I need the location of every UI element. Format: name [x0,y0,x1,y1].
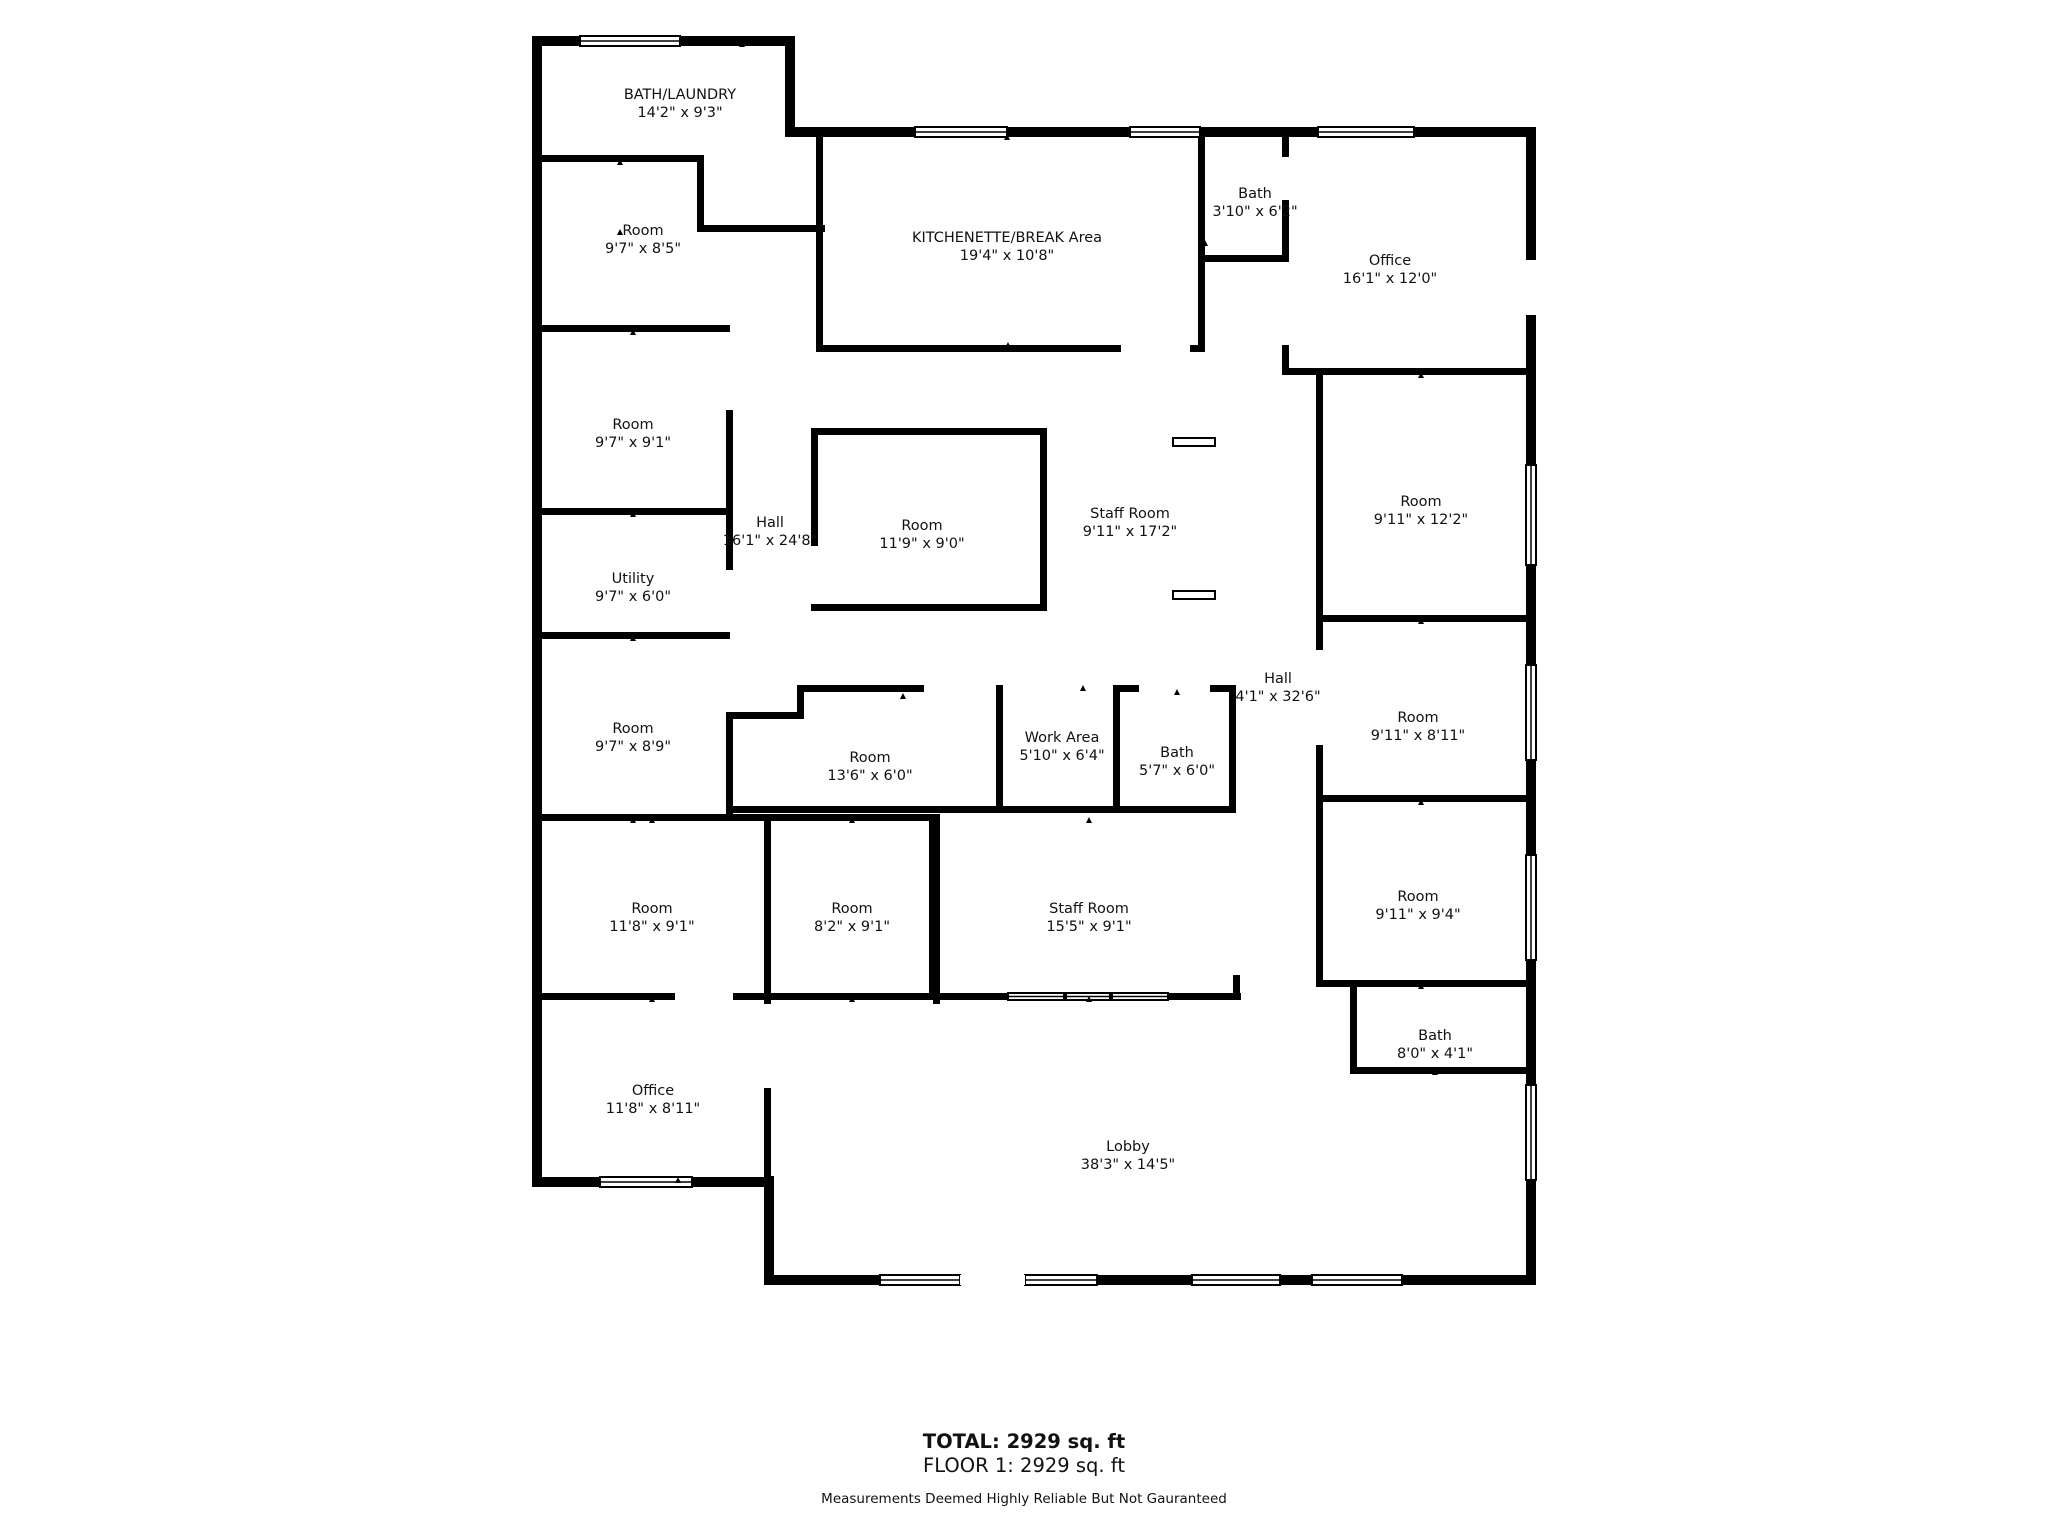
room-1-size: 9'7" x 8'5" [605,241,681,257]
room-kitchenette-size: 19'4" x 10'8" [960,248,1054,264]
room-office-top-size: 16'1" x 12'0" [1343,271,1437,287]
door-marker [1290,1275,1296,1281]
room-center-size: 11'9" x 9'0" [879,536,964,552]
door-marker [649,817,655,823]
office-bottom-size: 11'8" x 8'11" [606,1101,700,1117]
door-marker [630,817,636,823]
door-marker [1174,806,1180,812]
door-marker [630,511,636,517]
staff-room-2-name: Staff Room [1049,901,1129,917]
room-mid-size: 13'6" x 6'0" [827,768,912,784]
bath-right-size: 8'0" x 4'1" [1397,1046,1473,1062]
room-right-3-name: Room [1397,889,1438,905]
room-right-3-size: 9'11" x 9'4" [1375,907,1460,923]
windows [579,35,1537,1286]
room-bath-laundry-size: 14'2" x 9'3" [637,105,722,121]
door-marker [1202,240,1208,246]
door-marker [1174,689,1180,695]
hall-left-size: 16'1" x 24'8" [723,533,817,549]
door-marker [675,1177,681,1183]
door-marker [1418,618,1424,624]
room-3-name: Room [612,721,653,737]
staff-room-2-size: 15'5" x 9'1" [1046,919,1131,935]
utility-name: Utility [612,571,655,587]
door-marker [1418,983,1424,989]
door-marker [1080,806,1086,812]
room-2-name: Room [612,417,653,433]
work-area-name: Work Area [1025,730,1100,746]
total-area: TOTAL: 2929 sq. ft [922,1430,1126,1453]
room-labels: BATH/LAUNDRY 14'2" x 9'3" KITCHENETTE/BR… [595,87,1473,1173]
room-mid-name: Room [849,750,890,766]
room-office-top-name: Office [1369,253,1411,269]
door-opening [960,1275,1025,1285]
door-markers [617,41,1438,1281]
room-4-name: Room [631,901,672,917]
door-marker [1086,817,1092,823]
door-marker [900,693,906,699]
hall-right-size: 4'1" x 32'6" [1235,689,1320,705]
room-bath-laundry-name: BATH/LAUNDRY [624,87,736,103]
ceiling-fixture [1172,590,1216,600]
disclaimer: Measurements Deemed Highly Reliable But … [821,1491,1227,1507]
bath-right-name: Bath [1418,1028,1452,1044]
lobby-name: Lobby [1106,1139,1150,1155]
door-marker [1080,685,1086,691]
door-marker [1086,996,1092,1002]
work-area-size: 5'10" x 6'4" [1019,748,1104,764]
room-bath-top-size: 3'10" x 6'2" [1212,204,1297,220]
room-4-size: 11'8" x 9'1" [609,919,694,935]
door-marker [849,817,855,823]
room-1-name: Room [622,223,663,239]
lobby-size: 38'3" x 14'5" [1081,1157,1175,1173]
hall-right-name: Hall [1264,671,1292,687]
door-marker [630,329,636,335]
door-marker [849,996,855,1002]
door-marker [1432,1069,1438,1075]
room-bath-top-name: Bath [1238,186,1272,202]
door-marker [1004,134,1010,140]
room-right-1-name: Room [1400,494,1441,510]
utility-size: 9'7" x 6'0" [595,589,671,605]
walls [532,36,1536,1285]
staff-room-1-size: 9'11" x 17'2" [1083,524,1177,540]
door-opening [1526,260,1536,315]
room-2-size: 9'7" x 9'1" [595,435,671,451]
door-marker [617,159,623,165]
ceiling-fixture [1172,437,1216,447]
office-bottom-name: Office [632,1083,674,1099]
room-5-size: 8'2" x 9'1" [814,919,890,935]
door-marker [617,229,623,235]
door-marker [630,635,636,641]
door-marker [1418,799,1424,805]
bath-mid-size: 5'7" x 6'0" [1139,763,1215,779]
door-marker [649,996,655,1002]
room-3-size: 9'7" x 8'9" [595,739,671,755]
hall-left-name: Hall [756,515,784,531]
floor-area: FLOOR 1: 2929 sq. ft [923,1454,1125,1477]
room-right-2-size: 9'11" x 8'11" [1371,728,1465,744]
door-marker [1418,372,1424,378]
room-right-2-name: Room [1397,710,1438,726]
door-marker [739,41,745,47]
room-kitchenette-name: KITCHENETTE/BREAK Area [912,230,1102,246]
room-right-1-size: 9'11" x 12'2" [1374,512,1468,528]
door-marker [1005,342,1011,348]
bath-mid-name: Bath [1160,745,1194,761]
staff-room-1-name: Staff Room [1090,506,1170,522]
room-center-name: Room [901,518,942,534]
room-5-name: Room [831,901,872,917]
